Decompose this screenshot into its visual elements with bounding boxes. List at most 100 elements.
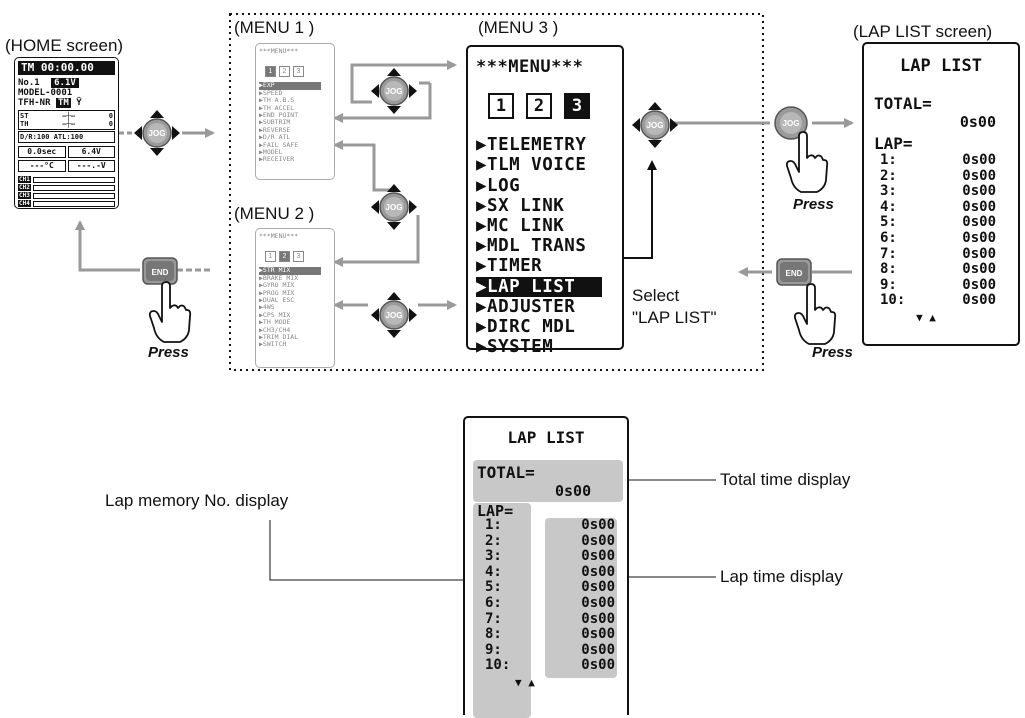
down-arrow-icon [648, 140, 662, 148]
left-arrow-icon [632, 118, 640, 132]
menu3-item-label: ▶TLM VOICE [476, 155, 587, 176]
home-channel-label: CH1 [18, 176, 31, 183]
down-arrow-icon [150, 148, 164, 156]
svg-text:JOG: JOG [386, 311, 403, 320]
home-channel-row: CH4 [18, 200, 115, 207]
callout-lap-time: Lap time display [720, 567, 843, 586]
menu2-item-label: ▶SWITCH [259, 340, 287, 349]
menu1-item: ▶REVERSE [259, 126, 331, 134]
left-arrow-icon [134, 126, 142, 140]
laplist2-total-label: TOTAL= [477, 463, 535, 482]
lap-number: 7: [485, 610, 502, 627]
lap-time: 0s00 [962, 292, 996, 309]
lap-row: 7: 0s00 [485, 610, 615, 628]
lap-time: 0s00 [581, 517, 615, 533]
menu3-item-label: ▶SYSTEM [476, 337, 554, 358]
lap-row: 6:0s00 [485, 595, 615, 612]
menu1-page-tab: 1 [265, 66, 276, 78]
menu2-item-label: ▶4WS [259, 303, 275, 312]
lap-row: 8:0s00 [880, 262, 996, 278]
svg-text:END: END [786, 269, 803, 278]
jog-button-home[interactable]: JOG [132, 108, 182, 163]
menu2-item: ▶PROG MIX [259, 289, 331, 297]
laplist2-lap-label: LAP= [477, 502, 514, 520]
menu3-item[interactable]: ▶LAP LIST [476, 276, 614, 297]
menu2-item: ▶BRAKE MIX [259, 274, 331, 282]
home-system-badge: TM [55, 98, 71, 108]
menu1-item-label: ▶END POINT [259, 111, 299, 120]
lap-number: 4: [485, 563, 502, 580]
jog-button-menu1[interactable]: JOG [369, 66, 419, 121]
menu3-item[interactable]: ▶TELEMETRY [476, 135, 614, 155]
svg-text:JOG: JOG [647, 121, 664, 130]
lap-number: 9: [485, 641, 502, 658]
menu3-page-tab: 3 [564, 93, 590, 120]
lap-time: 0s00 [581, 610, 615, 627]
menu3-item[interactable]: ▶DIRC MDL [476, 317, 614, 337]
jog-button-menu2-up[interactable]: JOG [369, 182, 419, 237]
menu2-item: ▶TRIM DIAL [259, 333, 331, 341]
jog-button-menu3[interactable]: JOG [630, 100, 680, 155]
down-arrow-icon [387, 106, 401, 114]
menu2-item-label: ▶GYRO MIX [259, 281, 295, 290]
lap-time: 0s00 [581, 532, 615, 549]
lap-time: 0s00 [962, 183, 996, 200]
home-telemetry-row1: 0.0sec 6.4V [18, 146, 115, 158]
press-hand-icon [148, 280, 192, 351]
menu2-item: ▶CH3/CH4 [259, 325, 331, 334]
lap-time: 0s00 [962, 152, 996, 168]
lap-row: 6:0s00 [880, 230, 996, 247]
press-label-end: Press [812, 344, 853, 361]
end-button-home[interactable]: END [142, 257, 178, 290]
lap-time: 0s00 [581, 579, 615, 596]
menu2-page-tab: 2 [279, 251, 290, 263]
menu3-item[interactable]: ▶MDL TRANS [476, 236, 614, 256]
home-model-row: No.1 6.1V [18, 78, 115, 88]
lap-time: 0s00 [581, 626, 615, 643]
lap-row: 4:0s00 [485, 563, 615, 581]
jog-button-press[interactable]: JOG [771, 105, 811, 150]
home-trim-bars: ST—┼—0 TH—┼—0 [18, 110, 115, 130]
menu3-item[interactable]: ▶SX LINK [476, 196, 614, 216]
menu3-list: ▶TELEMETRY▶TLM VOICE▶LOG▶SX LINK▶MC LINK… [476, 135, 614, 357]
menu2-item: ▶DUAL ESC [259, 296, 331, 304]
lap-row: 9:0s00 [485, 641, 615, 659]
home-channel-row: CH3 [18, 192, 115, 199]
menu1-page-tab: 3 [293, 66, 304, 78]
lap-row: 10:0s00 [880, 293, 996, 309]
left-arrow-icon [371, 308, 379, 322]
menu3-item[interactable]: ▶SYSTEM [476, 337, 614, 357]
lap-row: 3:0s00 [485, 549, 615, 565]
menu1-item-label: ▶D/R ATL [259, 133, 291, 142]
menu2-item-label: ▶CH3/CH4 [259, 325, 291, 334]
home-screen-label: (HOME screen) [5, 36, 124, 55]
home-channel-bar [32, 184, 115, 191]
press-label-home: Press [148, 344, 189, 361]
menu3-item[interactable]: ▶TIMER [476, 256, 614, 276]
lap-row: 2:0s00 [880, 168, 996, 185]
lap-row: 8:0s00 [485, 627, 615, 643]
menu1-item-label: ▶SPEED [259, 88, 283, 97]
lap-row: 10:0s00 [485, 658, 615, 674]
laplist2-title: LAP LIST [507, 428, 585, 447]
jog-button-menu2[interactable]: JOG [369, 290, 419, 345]
menu1-item: ▶D/R ATL [259, 134, 331, 141]
home-telemetry-row2: ---°C ---.-V [18, 160, 115, 172]
home-channel-label: CH4 [18, 200, 31, 207]
lap-number: 3: [485, 548, 502, 565]
menu3-item[interactable]: ▶TLM VOICE [476, 155, 614, 175]
menu3-item[interactable]: ▶LOG [476, 176, 614, 196]
menu1-item-label: ▶RECEIVER [259, 155, 295, 164]
end-button-laplist[interactable]: END [776, 258, 812, 291]
menu2-item: ▶4WS [259, 304, 331, 311]
menu3-item[interactable]: ▶MC LINK [476, 216, 614, 236]
home-channel-bar [32, 192, 115, 199]
laplist-total-label: TOTAL= [874, 94, 932, 113]
menu2-item-label: ▶STR MIX [259, 266, 321, 275]
menu3-item[interactable]: ▶ADJUSTER [476, 297, 614, 317]
up-arrow-icon [648, 102, 662, 110]
